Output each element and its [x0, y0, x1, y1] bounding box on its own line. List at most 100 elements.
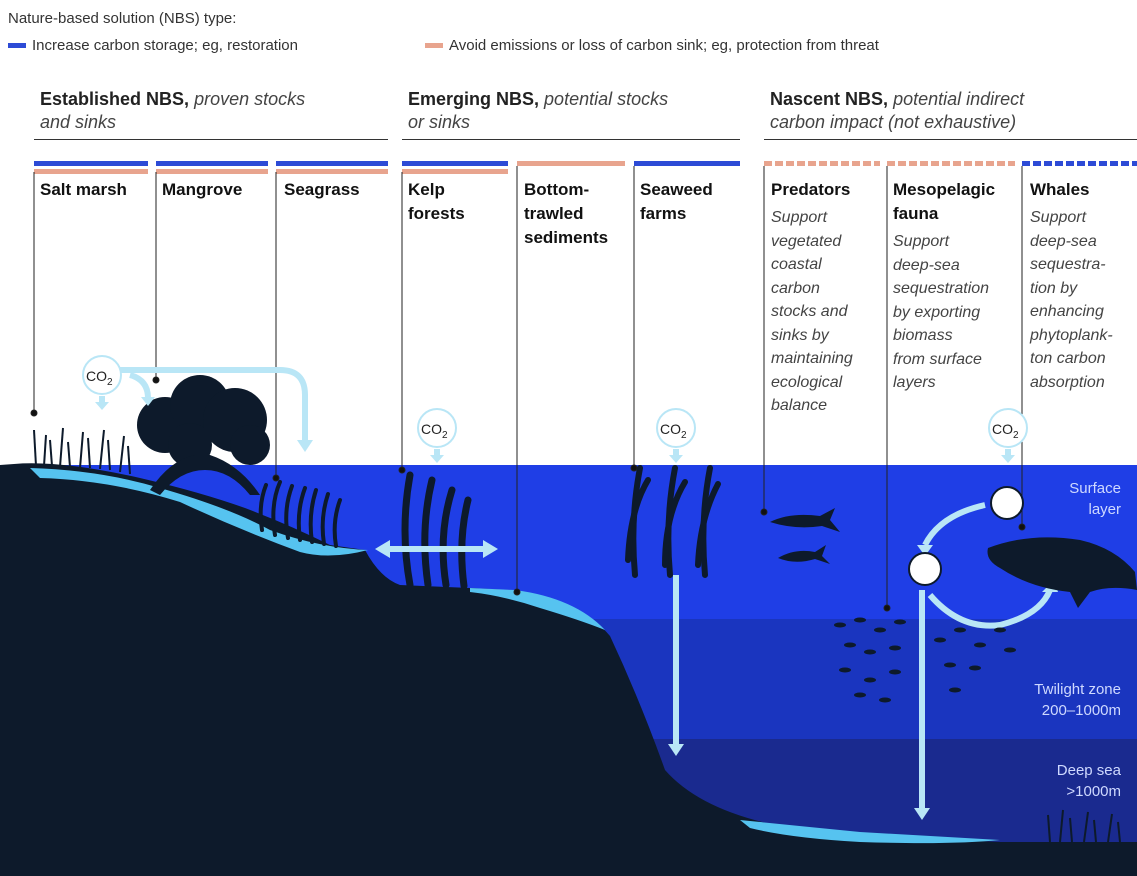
zone-line: Surface — [1069, 480, 1121, 497]
desc-line: from surface — [893, 350, 982, 368]
zone-line: layer — [1088, 501, 1121, 518]
zone-line: >1000m — [1066, 783, 1121, 800]
svg-text:CO2: CO2 — [660, 421, 687, 441]
bar-kelp-peach — [402, 169, 508, 174]
co2-sub: 2 — [1013, 430, 1019, 441]
col-desc-predators: Support vegetated coastal carbon stocks … — [771, 206, 853, 418]
plankton-circle — [990, 486, 1024, 520]
co2-sub: 2 — [681, 430, 687, 441]
col-desc-mesopelagic: Support deep-sea sequestration by export… — [893, 230, 989, 395]
legend-item-avoid-emissions: Avoid emissions or loss of carbon sink; … — [425, 37, 879, 54]
bar-mangrove-peach — [156, 169, 268, 174]
desc-line: absorption — [1030, 373, 1105, 391]
desc-line: phytoplank- — [1030, 326, 1113, 344]
col-desc-whales: Support deep-sea sequestra- tion by enha… — [1030, 206, 1113, 394]
group-nascent-name: Nascent NBS, — [770, 89, 889, 109]
leader-lines — [30, 166, 1026, 612]
col-title-kelp: Kelp forests — [408, 178, 465, 226]
zone-line: Twilight zone — [1034, 681, 1121, 698]
kelp-fronds — [401, 471, 472, 590]
group-rule-nascent — [764, 139, 1137, 140]
desc-line: stocks and — [771, 303, 848, 320]
legend-item-increase-storage: Increase carbon storage; eg, restoration — [8, 37, 298, 54]
desc-line: carbon — [771, 279, 820, 297]
col-title-bottom-trawled: Bottom- trawled sediments — [524, 178, 608, 250]
bar-kelp-blue — [402, 161, 508, 166]
desc-line: Support — [1030, 209, 1087, 226]
co2-labels: CO2 CO2 CO2 CO2 — [86, 368, 1019, 441]
co2-text: CO — [992, 421, 1013, 437]
desc-line: Support — [893, 233, 950, 250]
col-title-bottom-line1: Bottom- — [524, 180, 590, 199]
group-emerging-sub1: potential stocks — [544, 89, 669, 109]
co2-text: CO — [421, 421, 442, 437]
desc-line: sinks by — [771, 326, 829, 344]
col-title-seagrass: Seagrass — [284, 180, 360, 199]
group-emerging: Emerging NBS, potential stocks or sinks — [408, 88, 668, 134]
col-title-seaweed-line1: Seaweed — [640, 180, 713, 199]
deep-sea-coral — [1047, 809, 1121, 843]
desc-line: enhancing — [1030, 303, 1104, 320]
desc-line: coastal — [771, 256, 822, 273]
svg-text:CO2: CO2 — [421, 421, 448, 441]
desc-line: ton carbon — [1030, 350, 1106, 367]
bar-seaweed-blue — [634, 161, 740, 166]
group-rule-emerging — [402, 139, 740, 140]
col-title-mesopelagic: Mesopelagic fauna — [893, 178, 995, 226]
group-nascent-sub1: potential indirect — [893, 89, 1025, 109]
legend-swatch-blue — [8, 43, 26, 48]
desc-line: by exporting — [893, 303, 981, 321]
col-title-mesopelagic-line2: fauna — [893, 204, 939, 223]
deep-sediment — [740, 820, 1000, 844]
legend-title: Nature-based solution (NBS) type: — [8, 10, 237, 27]
desc-line: tion by — [1030, 279, 1078, 297]
desc-line: Support — [771, 209, 828, 226]
col-title-seaweed-line2: farms — [640, 204, 687, 223]
svg-text:CO2: CO2 — [992, 421, 1019, 441]
col-title-salt-marsh: Salt marsh — [40, 180, 127, 199]
co2-text: CO — [86, 368, 107, 384]
desc-line: ecological — [771, 373, 843, 391]
seafloor — [0, 463, 1137, 876]
desc-line: biomass — [893, 327, 953, 344]
bar-bottom-peach — [517, 161, 625, 166]
co2-text: CO — [660, 421, 681, 437]
desc-line: balance — [771, 397, 828, 414]
biomass-circle — [908, 552, 942, 586]
col-title-mangrove: Mangrove — [162, 180, 243, 199]
co2-sub: 2 — [107, 377, 113, 388]
kelp-spread-arrows — [375, 540, 498, 558]
col-title-kelp-line1: Kelp — [408, 180, 445, 199]
predator-fish — [770, 508, 840, 564]
bar-salt-marsh-peach — [34, 169, 148, 174]
col-title-bottom-line2: trawled — [524, 204, 584, 223]
desc-line: sequestra- — [1030, 256, 1106, 273]
desc-line: deep-sea — [1030, 232, 1097, 250]
bar-predators-peach-dashed — [764, 161, 880, 166]
seaweed-farm-ropes — [625, 465, 721, 578]
co2-sub: 2 — [442, 430, 448, 441]
trawled-sediment — [470, 588, 605, 630]
zone-label-twilight: Twilight zone 200–1000m — [1034, 679, 1121, 721]
group-emerging-sub2: or sinks — [408, 112, 471, 132]
desc-line: vegetated — [771, 232, 842, 250]
mesopelagic-fish-school — [834, 617, 1016, 703]
group-nascent-sub2: carbon impact (not exhaustive) — [770, 112, 1017, 132]
legend-label-blue: Increase carbon storage; eg, restoration — [32, 37, 298, 54]
col-title-mesopelagic-line1: Mesopelagic — [893, 180, 996, 199]
zone-line: Deep sea — [1056, 762, 1121, 779]
co2-circles — [82, 355, 1028, 448]
zone-label-deep: Deep sea >1000m — [1057, 760, 1121, 802]
group-nascent: Nascent NBS, potential indirect carbon i… — [770, 88, 1024, 134]
bar-mangrove-blue — [156, 161, 268, 166]
col-title-predators: Predators — [771, 180, 851, 199]
carbon-flow-arrows — [99, 367, 1053, 810]
desc-line: sequestration — [893, 280, 990, 297]
bar-mesopelagic-peach-dashed — [887, 161, 1015, 166]
whale — [987, 537, 1137, 608]
desc-line: maintaining — [771, 350, 853, 367]
bar-seagrass-peach — [276, 169, 388, 174]
col-title-seaweed: Seaweed farms — [640, 178, 713, 226]
zone-label-surface: Surface layer — [1069, 478, 1121, 520]
